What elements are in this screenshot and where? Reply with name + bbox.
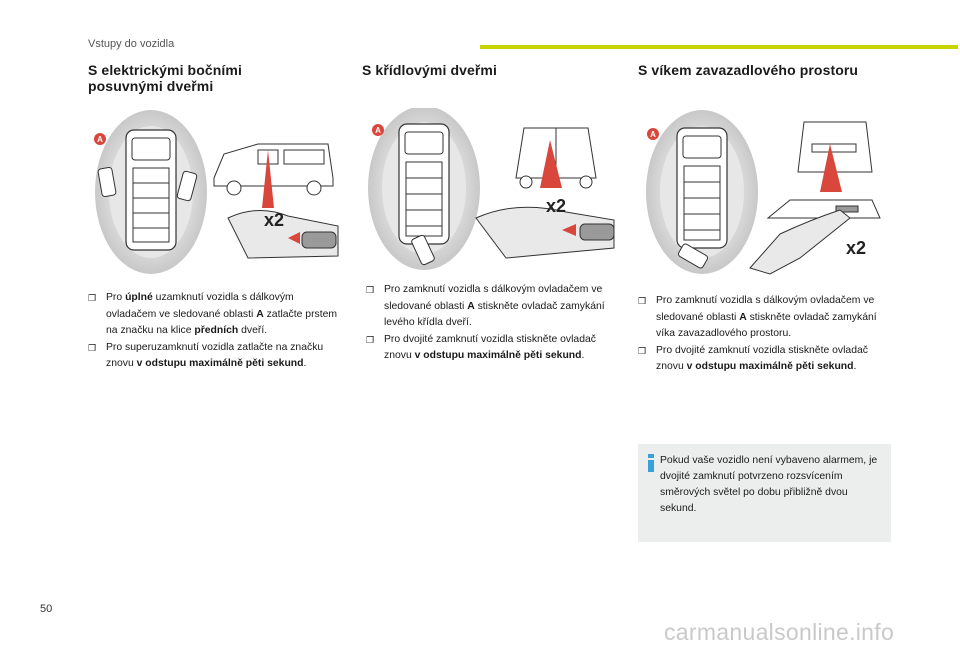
list-item: ❒ Pro úplné uzamknutí vozidla s dálkovým… xyxy=(88,292,338,336)
column-heading: S víkem zavazadlového prostoru xyxy=(638,62,859,78)
figure-wing-doors: A x2 xyxy=(366,108,628,276)
list-item: ❒ Pro dvojité zamknutí vozidla stiskněte… xyxy=(366,333,596,362)
column-wing-doors: S křídlovými dveřmi xyxy=(362,62,624,78)
svg-text:A: A xyxy=(97,135,103,144)
list-item: ❒ Pro dvojité zamknutí vozidla stiskněte… xyxy=(638,344,868,373)
svg-text:x2: x2 xyxy=(846,238,866,258)
svg-text:A: A xyxy=(375,126,381,135)
svg-text:x2: x2 xyxy=(264,210,284,230)
column-sliding-doors: S elektrickými bočními posuvnými dveřmi xyxy=(88,62,350,94)
header-accent-bar xyxy=(480,45,958,49)
bullet-arrow-icon: ❒ xyxy=(366,334,375,345)
watermark: carmanualsonline.info xyxy=(664,619,895,645)
info-icon xyxy=(648,454,654,472)
section-title: Vstupy do vozidla xyxy=(88,38,175,50)
bullet-arrow-icon: ❒ xyxy=(88,342,97,353)
list-item: ❒ Pro superuzamknutí vozidla zatlačte na… xyxy=(88,341,324,370)
bullet-arrow-icon: ❒ xyxy=(638,296,647,306)
figure-sliding-doors: A x2 xyxy=(88,108,350,276)
bullet-arrow-icon: ❒ xyxy=(638,345,647,356)
figure-tailgate: A x2 xyxy=(640,108,902,276)
bullet-arrow-icon: ❒ xyxy=(366,285,375,295)
column-heading: S elektrickými bočními posuvnými dveřmi xyxy=(88,62,242,94)
list-item: ❒ Pro zamknutí vozidla s dálkovým ovlada… xyxy=(366,284,605,328)
column-heading: S křídlovými dveřmi xyxy=(362,62,497,78)
page-number: 50 xyxy=(40,603,53,615)
instructions-sliding-doors: ❒ Pro úplné uzamknutí vozidla s dálkovým… xyxy=(88,290,338,373)
column-tailgate: S víkem zavazadlového prostoru xyxy=(638,62,900,78)
info-text: Pokud vaše vozidlo není vybaveno alarmem… xyxy=(660,455,878,514)
svg-text:x2: x2 xyxy=(546,196,566,216)
list-item: ❒ Pro zamknutí vozidla s dálkovým ovlada… xyxy=(638,295,877,339)
bullet-arrow-icon: ❒ xyxy=(88,293,97,303)
info-note: Pokud vaše vozidlo není vybaveno alarmem… xyxy=(638,444,891,542)
instructions-tailgate: ❒ Pro zamknutí vozidla s dálkovým ovlada… xyxy=(638,293,888,376)
svg-text:A: A xyxy=(650,130,656,139)
instructions-wing-doors: ❒ Pro zamknutí vozidla s dálkovým ovlada… xyxy=(366,282,616,365)
